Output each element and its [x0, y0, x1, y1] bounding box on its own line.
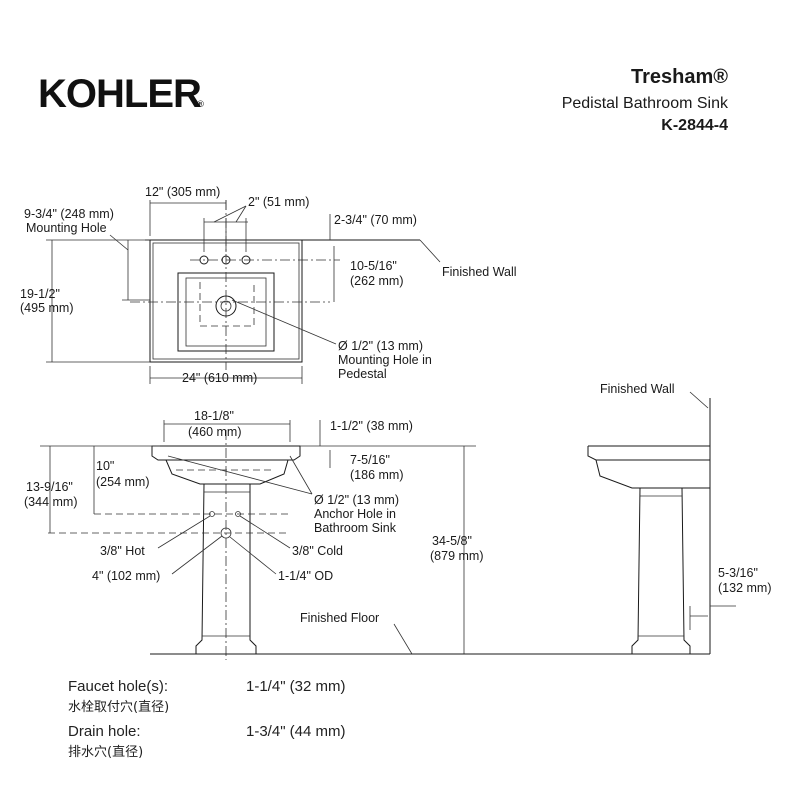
spec-drain-label: Drain hole:	[68, 723, 141, 740]
dim-height-19-1-2: 19-1/2"	[20, 287, 60, 301]
dim-hole-pedestal: Ø 1/2" (13 mm)	[338, 339, 423, 353]
model-number: K-2844-4	[661, 117, 728, 134]
side-sink-bowl	[595, 459, 710, 489]
dim-hole-pedestal-2: Mounting Hole in	[338, 353, 432, 367]
top-bowl-hidden	[199, 282, 255, 327]
brand-logo: KOHLER	[38, 72, 202, 116]
dim-width-18-1-8-mm: (460 mm)	[188, 425, 241, 439]
dim-depth-10-5-16-mm: (262 mm)	[350, 274, 403, 288]
product-name: Tresham®	[630, 66, 728, 88]
front-view: 18-1/8" (460 mm) 1-1/2" (38 mm) 7-5/16" …	[24, 409, 710, 660]
dim-height-7-5-16-mm: (186 mm)	[350, 468, 403, 482]
dim-height-10: 10"	[96, 459, 114, 473]
dim-od: 1-1/4" OD	[278, 569, 333, 583]
dim-height-1-1-2: 1-1/2" (38 mm)	[330, 419, 413, 433]
finished-floor-label: Finished Floor	[300, 611, 379, 625]
dim-anchor-hole: Ø 1/2" (13 mm)	[314, 493, 399, 507]
front-drain	[220, 527, 232, 539]
dim-width-12: 12" (305 mm)	[145, 185, 220, 199]
label-cold-supply: 3/8" Cold	[292, 544, 343, 558]
dim-anchor-hole-2: Anchor Hole in	[314, 507, 396, 521]
dim-depth-5-3-16-mm: (132 mm)	[718, 581, 771, 595]
side-pedestal-column	[631, 487, 691, 655]
dim-hole-pedestal-3: Pedestal	[338, 367, 387, 381]
dim-width-18-1-8: 18-1/8"	[194, 409, 234, 423]
spec-drain-sub: 排水穴(直径)	[68, 745, 144, 760]
side-view: Finished Wall 5-3/16" (132 mm)	[587, 382, 771, 655]
dim-height-10-mm: (254 mm)	[96, 475, 149, 489]
dim-anchor-hole-3: Bathroom Sink	[314, 521, 397, 535]
dim-back-2-3-4: 2-3/4" (70 mm)	[334, 213, 417, 227]
side-sink-top	[587, 445, 710, 461]
spec-faucet-value: 1-1/4" (32 mm)	[246, 678, 346, 695]
dim-depth-10-5-16: 10-5/16"	[350, 259, 397, 273]
dim-mounting-label: Mounting Hole	[26, 221, 107, 235]
dim-height-34-5-8: 34-5/8"	[432, 534, 472, 548]
product-subtitle: Pedistal Bathroom Sink	[561, 95, 728, 112]
top-view: 12" (305 mm) 2" (51 mm) 9-3/4" (248 mm) …	[20, 185, 517, 385]
dim-height-7-5-16: 7-5/16"	[350, 453, 390, 467]
dim-height-13-9-16: 13-9/16"	[26, 480, 73, 494]
dim-spacing-2: 2" (51 mm)	[248, 195, 309, 209]
dim-depth-5-3-16: 5-3/16"	[718, 566, 758, 580]
dim-width-24: 24" (610 mm)	[182, 371, 257, 385]
top-finished-wall-label: Finished Wall	[442, 265, 517, 279]
front-sink-bowl	[165, 459, 289, 485]
spec-drain-value: 1-3/4" (44 mm)	[246, 723, 346, 740]
spec-faucet-sub: 水栓取付穴(直径)	[68, 700, 170, 715]
dim-height-34-5-8-mm: (879 mm)	[430, 549, 483, 563]
spec-faucet-label: Faucet hole(s):	[68, 678, 169, 695]
dim-height-13-9-16-mm: (344 mm)	[24, 495, 77, 509]
dim-height-19-1-2-mm: (495 mm)	[20, 301, 73, 315]
brand-registered-mark: ®	[196, 100, 205, 110]
side-finished-wall-label: Finished Wall	[600, 382, 675, 396]
label-hot-supply: 3/8" Hot	[100, 544, 145, 558]
dim-mounting-9-3-4: 9-3/4" (248 mm)	[24, 207, 114, 221]
dim-4-inch: 4" (102 mm)	[92, 569, 160, 583]
